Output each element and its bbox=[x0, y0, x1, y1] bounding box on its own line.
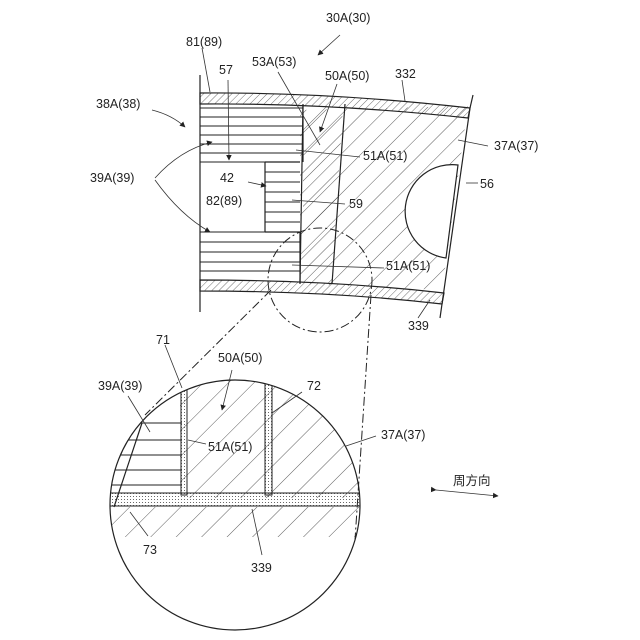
label-51a-detail: 51A(51) bbox=[208, 440, 252, 454]
label-38a: 38A(38) bbox=[96, 97, 140, 111]
label-72: 72 bbox=[307, 379, 321, 393]
label-82: 82(89) bbox=[206, 194, 242, 208]
label-50a: 50A(50) bbox=[325, 69, 369, 83]
label-circumferential: 周方向 bbox=[453, 473, 491, 488]
label-42: 42 bbox=[220, 171, 234, 185]
label-39a-detail: 39A(39) bbox=[98, 379, 142, 393]
label-37a: 37A(37) bbox=[494, 139, 538, 153]
label-30a: 30A(30) bbox=[326, 11, 370, 25]
label-339-detail: 339 bbox=[251, 561, 272, 575]
label-332: 332 bbox=[395, 67, 416, 81]
label-39a: 39A(39) bbox=[90, 171, 134, 185]
label-339-main: 339 bbox=[408, 319, 429, 333]
label-53a: 53A(53) bbox=[252, 55, 296, 69]
label-50a-detail: 50A(50) bbox=[218, 351, 262, 365]
label-51a-top: 51A(51) bbox=[363, 149, 407, 163]
label-37a-detail: 37A(37) bbox=[381, 428, 425, 442]
label-57: 57 bbox=[219, 63, 233, 77]
plates-39a bbox=[200, 105, 303, 271]
label-59: 59 bbox=[349, 197, 363, 211]
label-73: 73 bbox=[143, 543, 157, 557]
label-51a-bottom: 51A(51) bbox=[386, 259, 430, 273]
detail-view bbox=[100, 370, 380, 630]
label-56: 56 bbox=[480, 177, 494, 191]
label-81: 81(89) bbox=[186, 35, 222, 49]
label-71: 71 bbox=[156, 333, 170, 347]
